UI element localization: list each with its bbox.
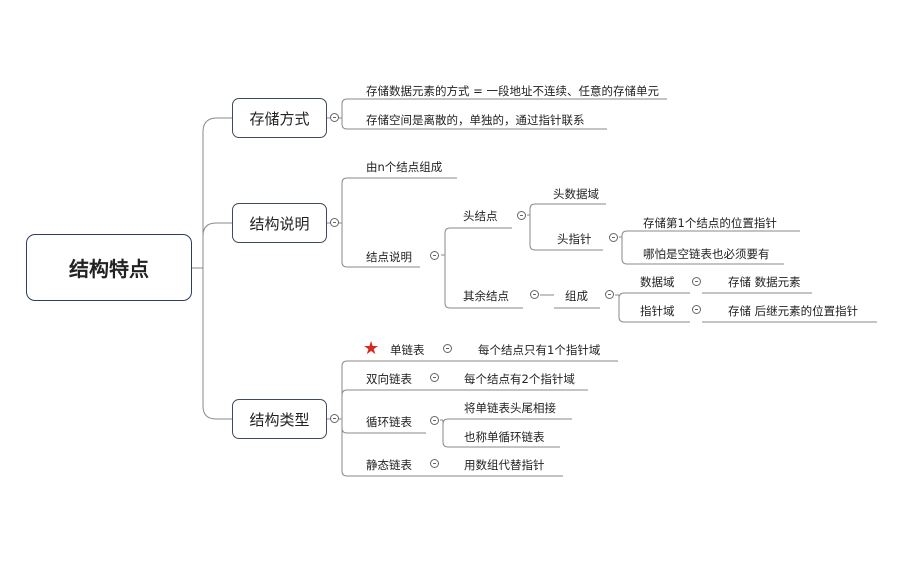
static-linked-list[interactable]: 静态链表 <box>366 458 412 472</box>
collapse-icon[interactable] <box>330 113 339 122</box>
singly-linked-list[interactable]: 单链表 <box>390 343 425 357</box>
singly-desc[interactable]: 每个结点只有1个指针域 <box>478 343 601 357</box>
root-topic[interactable]: 结构特点 <box>26 234 192 301</box>
collapse-icon[interactable] <box>443 344 452 353</box>
circular-item[interactable]: 将单链表头尾相接 <box>464 401 556 415</box>
collapse-icon[interactable] <box>430 416 439 425</box>
collapse-icon[interactable] <box>330 218 339 227</box>
collapse-icon[interactable] <box>605 290 614 299</box>
collapse-icon[interactable] <box>430 459 439 468</box>
head-pointer-item[interactable]: 存储第1个结点的位置指针 <box>643 216 777 230</box>
pointer-field[interactable]: 指针域 <box>640 304 675 318</box>
storage-item[interactable]: 存储数据元素的方式 = 一段地址不连续、任意的存储单元 <box>366 84 659 98</box>
doubly-desc[interactable]: 每个结点有2个指针域 <box>464 372 575 386</box>
head-data[interactable]: 头数据域 <box>553 187 599 201</box>
collapse-icon[interactable] <box>530 290 539 299</box>
head-node[interactable]: 头结点 <box>463 209 498 223</box>
branch-structure[interactable]: 结构说明 <box>232 203 327 243</box>
collapse-icon[interactable] <box>609 233 618 242</box>
collapse-icon[interactable] <box>330 414 339 423</box>
collapse-icon[interactable] <box>430 373 439 382</box>
circular-item[interactable]: 也称单循环链表 <box>464 430 545 444</box>
head-pointer[interactable]: 头指针 <box>557 232 592 246</box>
collapse-icon[interactable] <box>692 277 701 286</box>
doubly-linked-list[interactable]: 双向链表 <box>366 372 412 386</box>
composition[interactable]: 组成 <box>565 289 588 303</box>
other-nodes[interactable]: 其余结点 <box>463 289 509 303</box>
node-count[interactable]: 由n个结点组成 <box>366 160 443 174</box>
storage-item[interactable]: 存储空间是离散的，单独的，通过指针联系 <box>366 113 585 127</box>
star-icon: ★ <box>363 338 380 359</box>
circular-linked-list[interactable]: 循环链表 <box>366 415 412 429</box>
collapse-icon[interactable] <box>430 251 439 260</box>
head-pointer-item[interactable]: 哪怕是空链表也必须要有 <box>643 247 770 261</box>
branch-types[interactable]: 结构类型 <box>232 399 327 439</box>
static-desc[interactable]: 用数组代替指针 <box>464 458 545 472</box>
data-field[interactable]: 数据域 <box>640 275 675 289</box>
collapse-icon[interactable] <box>692 305 701 314</box>
data-field-desc[interactable]: 存储 数据元素 <box>728 275 801 289</box>
node-desc[interactable]: 结点说明 <box>366 250 412 264</box>
collapse-icon[interactable] <box>517 211 526 220</box>
branch-storage[interactable]: 存储方式 <box>232 98 327 138</box>
pointer-field-desc[interactable]: 存储 后继元素的位置指针 <box>728 304 859 318</box>
